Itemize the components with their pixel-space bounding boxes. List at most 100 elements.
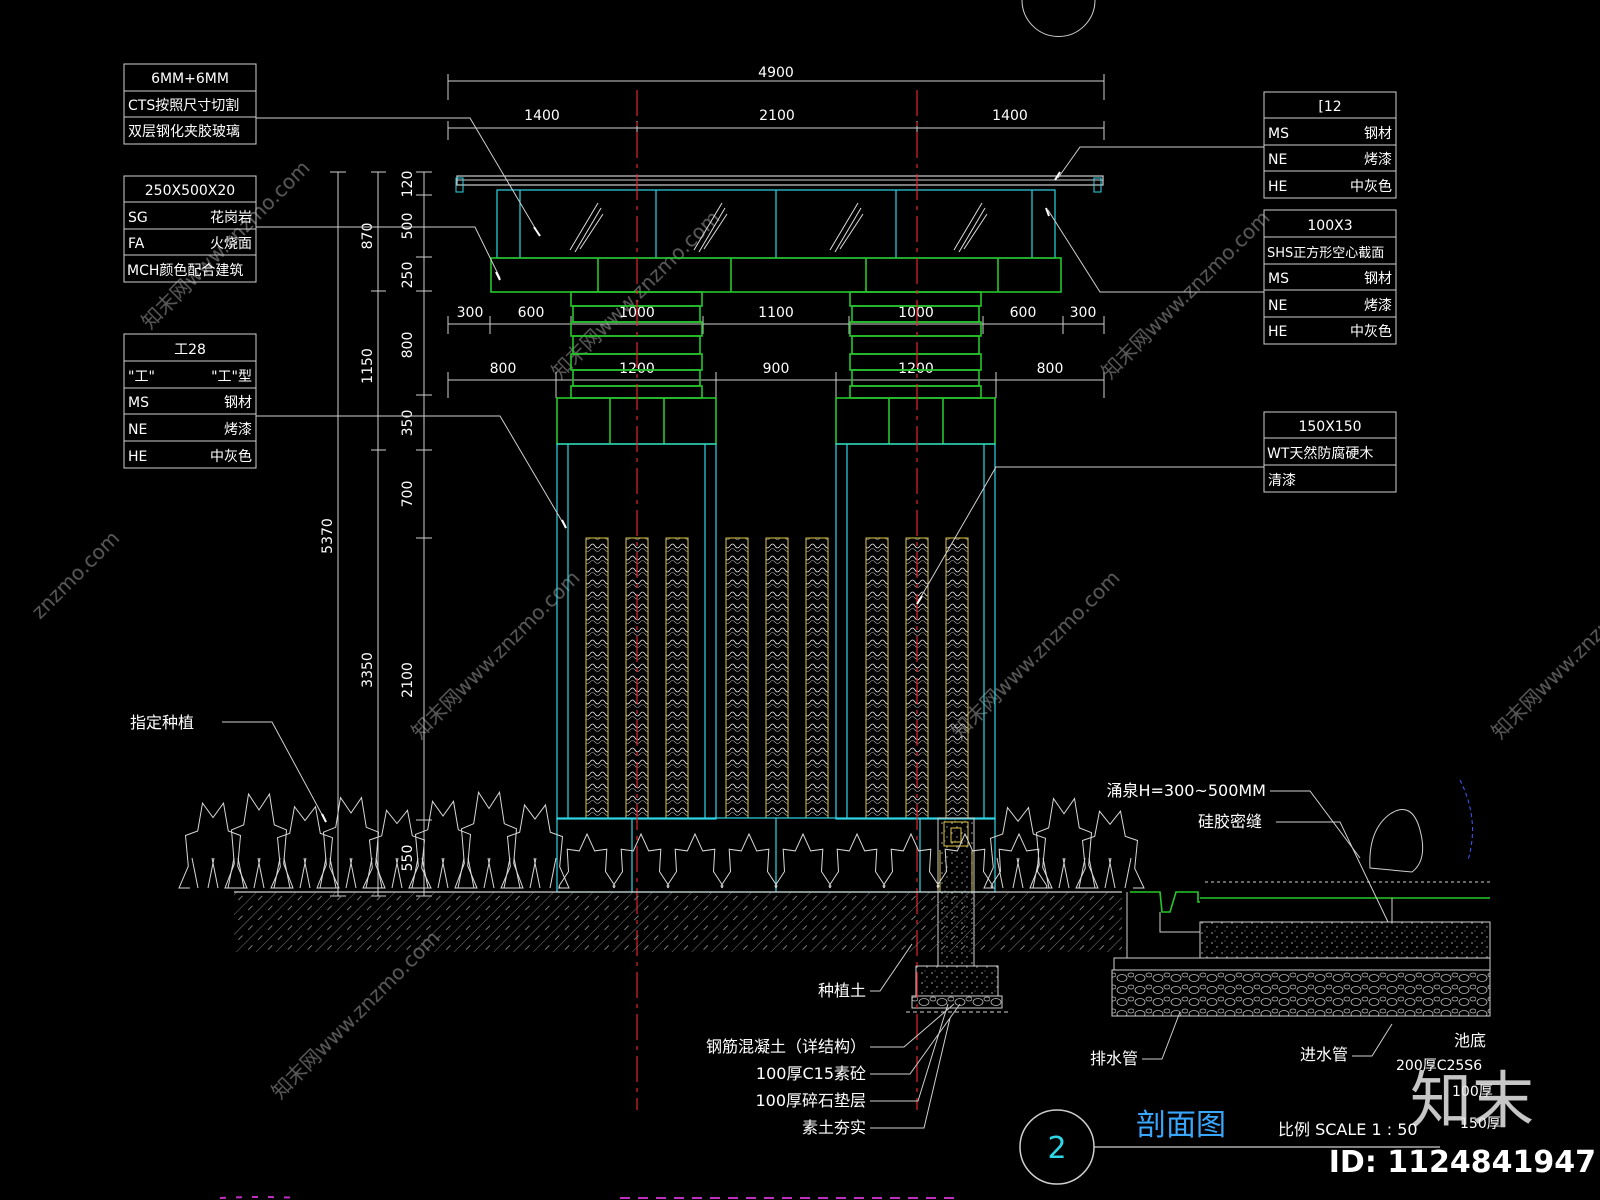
shrub-stem: [467, 857, 475, 889]
dimensions: 4900 1400 2100 1400 300 600 1000 1100 10…: [320, 65, 1105, 897]
shrub: [270, 805, 340, 889]
shrub: [666, 832, 724, 889]
shrub-stem: [1042, 857, 1050, 889]
table-channel: [12 MS 钢材 NE 烤漆 HE 中灰色: [1263, 91, 1397, 199]
dim-left-total: 5370: [320, 518, 336, 554]
pergola-structure: [455, 175, 1104, 1013]
shrub-stem: [533, 857, 541, 889]
table-shs-key: MS: [1268, 271, 1289, 287]
table-channel-key: MS: [1268, 126, 1289, 142]
dim-top-seg: 1400: [524, 108, 560, 124]
table-channel-key: NE: [1268, 152, 1287, 168]
table-shs-row: 100X3: [1307, 218, 1352, 234]
shrub-stem: [237, 857, 245, 889]
table-wood-row: 清漆: [1268, 473, 1296, 489]
shrub-stem: [1124, 857, 1132, 889]
table-shs-val: 中灰色: [1350, 323, 1392, 340]
dim-left-mid: 1150: [360, 348, 376, 384]
pool-section: [1111, 779, 1491, 1017]
dim-left-inner: 2100: [400, 662, 416, 698]
watermark-text: znzmo.com: [27, 526, 125, 624]
shrub-stem: [513, 857, 521, 889]
shrub: [362, 809, 432, 889]
shrub-stem: [257, 857, 265, 889]
dim-left-inner: 550: [400, 845, 416, 872]
table-shs-row: SHS正方形空心截面: [1267, 245, 1384, 261]
footing-base: [915, 965, 999, 997]
shrub: [316, 796, 386, 889]
shrub-stem: [365, 857, 373, 889]
dim-row2: 800: [490, 361, 517, 377]
shrub: [454, 790, 524, 889]
dim-left-inner: 350: [400, 410, 416, 437]
shrub-stem: [421, 857, 429, 889]
dim-row2: 1200: [619, 361, 655, 377]
ground: [234, 891, 1122, 952]
shrub: [178, 801, 248, 889]
table-granite-val: 火烧面: [210, 236, 252, 252]
dim-total-width: 4900: [758, 65, 794, 81]
shrub-stem: [503, 857, 511, 889]
table-glass-row: CTS按照尺寸切割: [128, 97, 239, 114]
title-block: 2 剖面图 比例 SCALE 1 : 50: [219, 1108, 1440, 1199]
shrub: [882, 832, 940, 889]
shrub: [990, 832, 1048, 889]
table-shs: 100X3 SHS正方形空心截面 MS 钢材 NE 烤漆 HE 中灰色: [1263, 209, 1397, 345]
table-ibeam-row: 工28: [174, 342, 206, 358]
section-scale: 比例 SCALE 1 : 50: [1278, 1120, 1418, 1139]
dim-row2: 800: [1037, 361, 1064, 377]
table-ibeam-key: MS: [128, 395, 149, 411]
table-shs-val: 钢材: [1364, 271, 1392, 287]
dim-row1: 600: [518, 305, 545, 321]
label-pool: 池底: [1454, 1031, 1486, 1050]
table-granite-key: FA: [128, 236, 145, 252]
shrub: [408, 800, 478, 889]
watermark-text: 知末网www.znzmo.com: [267, 926, 445, 1104]
table-ibeam-key: NE: [128, 422, 147, 438]
dim-top-seg: 1400: [992, 108, 1028, 124]
shrub-stem: [1078, 857, 1086, 889]
shrub: [828, 832, 886, 889]
granite-beam: [490, 257, 1062, 293]
table-granite: 250X500X20 SG 花岗岩 FA 火烧面 MCH颜色配合建筑: [123, 175, 257, 283]
shrub: [936, 832, 994, 889]
table-shs-key: NE: [1268, 298, 1287, 314]
shrub: [612, 832, 670, 889]
dim-row2: 900: [763, 361, 790, 377]
watermark-id: ID: 1124841947: [1329, 1145, 1596, 1180]
shrubs: [178, 790, 1145, 889]
label-c25: 200厚C25S6: [1396, 1058, 1482, 1074]
label-frag2: 150厚: [1460, 1116, 1501, 1132]
label-inlet: 进水管: [1300, 1045, 1348, 1064]
table-shs-val: 烤漆: [1364, 298, 1392, 314]
dim-row2: 1200: [898, 361, 934, 377]
dim-left-mid: 870: [360, 223, 376, 250]
shrub: [558, 832, 616, 889]
shrub: [983, 806, 1053, 889]
shrub-stem: [1088, 857, 1096, 889]
dim-left-inner: 250: [400, 262, 416, 289]
shrub-stem: [1016, 857, 1024, 889]
label-rc: 钢筋混凝土（详结构）: [706, 1037, 866, 1056]
table-channel-val: 中灰色: [1350, 178, 1392, 195]
leader-ticks: [321, 171, 1061, 823]
table-granite-key: MCH颜色配合建筑: [127, 262, 243, 279]
shrub-stem: [191, 857, 199, 889]
table-glass: 6MM+6MM CTS按照尺寸切割 双层钢化夹胶玻璃: [123, 63, 257, 145]
dim-row1: 300: [1070, 305, 1097, 321]
dim-left-inner: 120: [400, 171, 416, 198]
table-ibeam-key: "工": [128, 369, 155, 385]
shrub-stem: [395, 857, 403, 889]
shrub-stem: [273, 857, 281, 889]
table-ibeam-key: HE: [128, 449, 147, 465]
watermark-text: 知末网www.znzmo.com: [1097, 206, 1275, 384]
table-channel-val: 烤漆: [1364, 152, 1392, 168]
granite-cap-right: [835, 397, 996, 445]
table-granite-val: 花岗岩: [210, 210, 252, 226]
table-wood: 150X150 WT天然防腐硬木 清漆: [1263, 411, 1397, 493]
table-ibeam: 工28 "工" "工"型 MS 钢材 NE 烤漆 HE 中灰色: [123, 333, 257, 469]
label-compact: 素土夯实: [802, 1118, 866, 1137]
dim-left-mid: 3350: [360, 652, 376, 688]
top-reference-circle: [1021, 0, 1096, 37]
dim-row1: 600: [1010, 305, 1037, 321]
